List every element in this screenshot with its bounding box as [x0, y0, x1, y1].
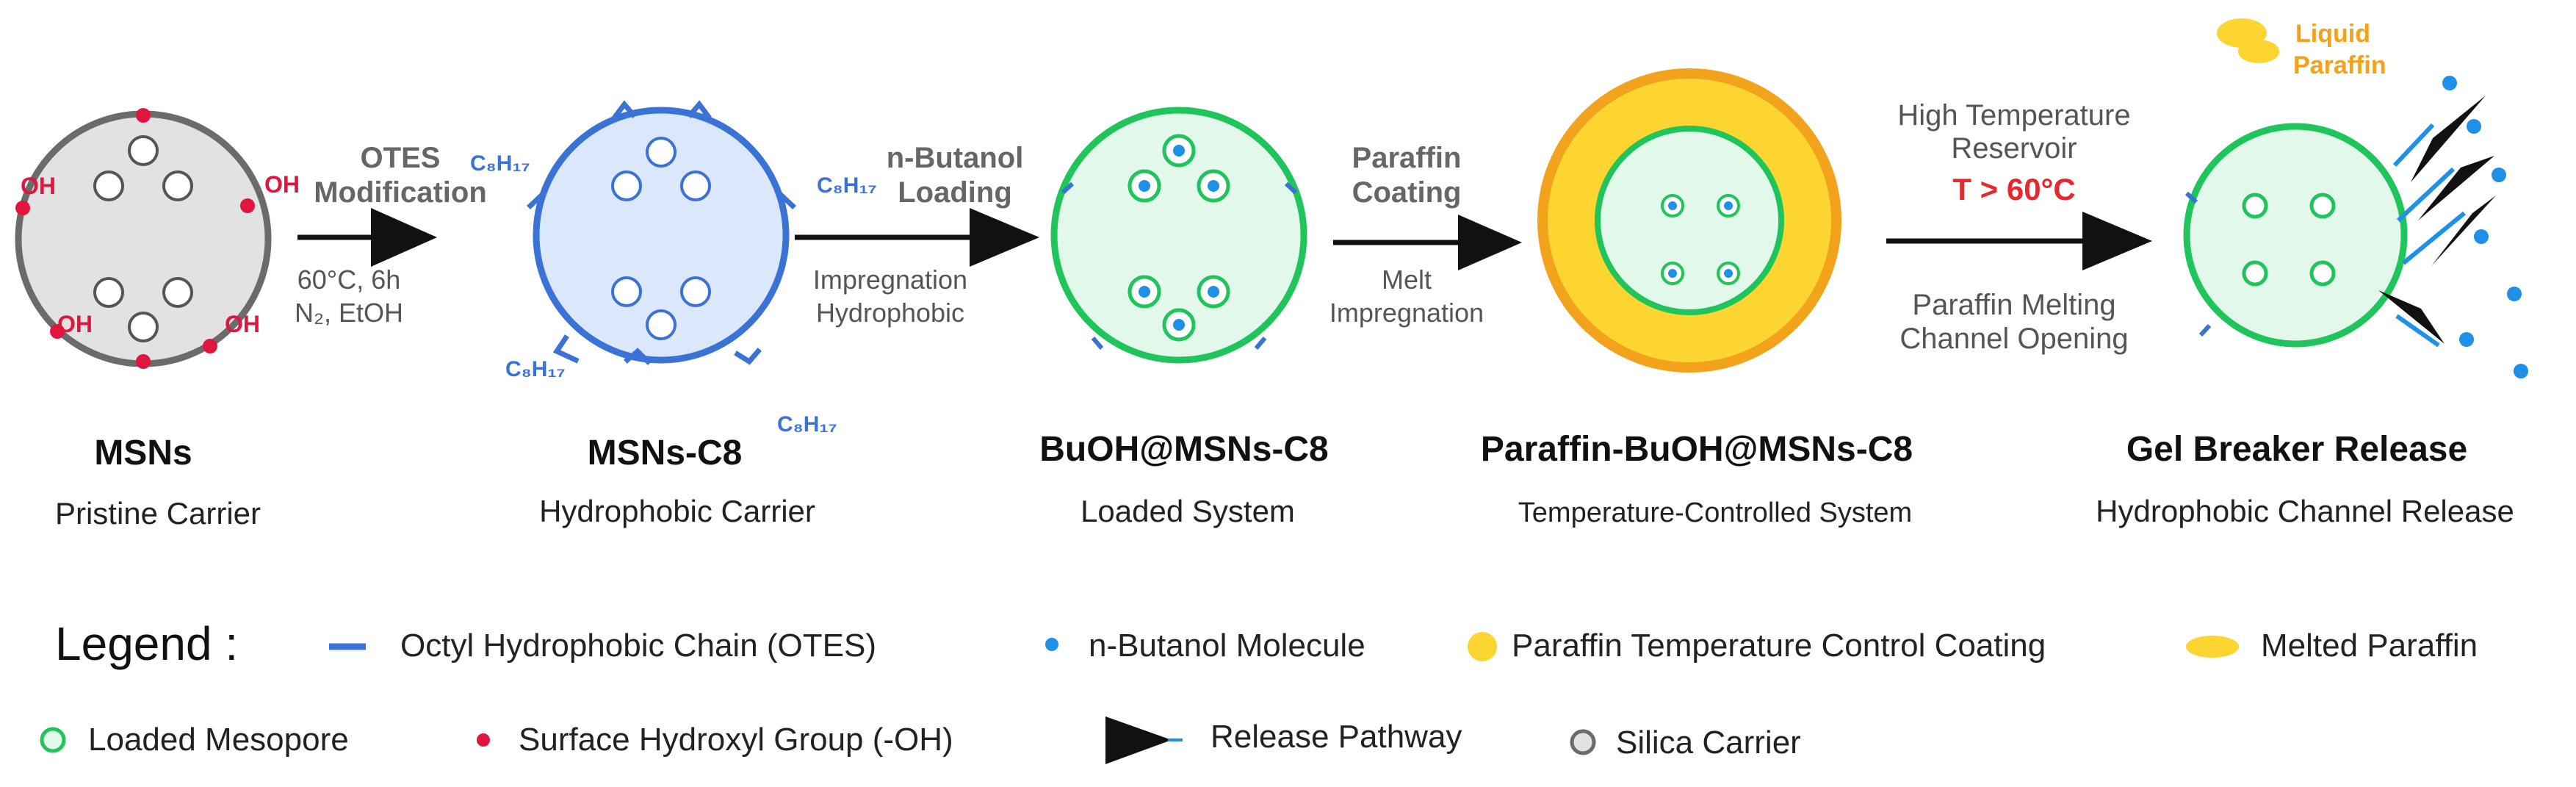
step-name: Gel Breaker Release	[2126, 430, 2467, 469]
arrow-title: n-Butanol	[887, 142, 1024, 174]
loaded-mesopore-icon	[40, 727, 66, 753]
legend-label: Melted Paraffin	[2261, 628, 2478, 664]
temperature-label: T > 60°C	[1952, 172, 2075, 206]
chain-label: C₈H₁₇	[817, 173, 877, 198]
butanol-molecules	[1668, 201, 1733, 278]
octyl-chains	[1061, 182, 1298, 350]
legend-item: Paraffin Temperature Control Coating	[1468, 628, 2046, 664]
reaction-arrow-1: OTES Modification 60°C, 6h N₂, EtOH	[295, 142, 487, 328]
hydroxyl-label: OH	[21, 173, 56, 199]
melted-paraffin-drop	[2238, 40, 2279, 63]
hydrophobic-carrier	[533, 107, 790, 364]
arrow-condition: 60°C, 6h	[297, 265, 400, 295]
arrow-condition: Channel Opening	[1899, 323, 2128, 355]
legend-label: Loaded Mesopore	[88, 722, 349, 758]
arrow-condition: N₂, EtOH	[295, 298, 403, 328]
legend-item: Release Pathway	[1105, 716, 1462, 764]
arrow-condition: Impregnation	[1330, 298, 1484, 328]
octyl-chains	[527, 100, 796, 365]
step-name: BuOH@MSNs-C8	[1039, 430, 1329, 469]
loaded-mesopores	[2242, 193, 2336, 287]
step-name: Paraffin-BuOH@MSNs-C8	[1481, 430, 1913, 469]
release-pathways	[2378, 96, 2496, 344]
melted-paraffin-icon	[2186, 636, 2239, 658]
loaded-carrier	[2183, 123, 2408, 348]
reaction-arrow-2: n-Butanol Loading Impregnation Hydrophob…	[795, 142, 1039, 328]
arrow-condition: Impregnation	[813, 265, 967, 295]
legend-item: Melted Paraffin	[2186, 628, 2478, 664]
particle-buoh-msns-c8	[1050, 107, 1307, 364]
pores	[93, 135, 193, 342]
arrow-title: Modification	[314, 176, 487, 209]
octyl-chains	[2184, 191, 2212, 337]
chain-label: C₈H₁₇	[777, 412, 837, 436]
particle-msns-c8: C₈H₁₇ C₈H₁₇ C₈H₁₇ C₈H₁₇	[470, 100, 877, 436]
arrow-title: Paraffin	[1352, 142, 1462, 174]
butanol-icon	[1045, 638, 1058, 651]
loaded-carrier	[1050, 107, 1307, 364]
pores	[611, 137, 711, 340]
release-pathway-icon	[1105, 716, 1172, 764]
legend-item: Loaded Mesopore	[40, 722, 349, 758]
step-description: Pristine Carrier	[55, 496, 261, 531]
legend-label: Surface Hydroxyl Group (-OH)	[519, 722, 953, 758]
loaded-core	[1595, 126, 1784, 315]
arrow-head	[970, 208, 1039, 267]
butanol-molecules	[1139, 145, 1219, 331]
hydroxyl-dots	[15, 108, 255, 369]
reaction-arrow-4: High Temperature Reservoir T > 60°C Para…	[1886, 99, 2152, 355]
arrow-head	[1458, 215, 1522, 270]
arrow-head	[371, 208, 437, 267]
legend-label: Release Pathway	[1211, 719, 1462, 755]
particle-msns: OH OH OH OH	[15, 108, 300, 369]
legend-label: Silica Carrier	[1616, 725, 1801, 761]
step-labels: MSNs Pristine Carrier MSNs-C8 Hydrophobi…	[55, 430, 2514, 531]
legend-item: n-Butanol Molecule	[1045, 628, 1365, 664]
arrow-condition: Melt	[1382, 265, 1432, 295]
liquid-paraffin-label: Paraffin	[2293, 51, 2386, 79]
particle-release: Liquid Paraffin	[2183, 18, 2528, 378]
arrow-title: OTES	[361, 142, 441, 174]
legend-label: Octyl Hydrophobic Chain (OTES)	[400, 628, 876, 664]
arrow-condition: Paraffin Melting	[1912, 289, 2115, 321]
hydroxyl-icon	[477, 733, 490, 747]
arrow-title: Coating	[1352, 176, 1462, 209]
reaction-arrow-3: Paraffin Coating Melt Impregnation	[1330, 142, 1522, 328]
legend-label: Paraffin Temperature Control Coating	[1512, 628, 2046, 664]
silica-carrier-icon	[1570, 729, 1596, 755]
step-name: MSNs	[94, 434, 192, 472]
legend-label: n-Butanol Molecule	[1089, 628, 1365, 664]
hydroxyl-label: OH	[264, 171, 300, 198]
step-description: Loaded System	[1080, 494, 1295, 528]
released-butanol	[2442, 76, 2528, 378]
legend-item: Surface Hydroxyl Group (-OH)	[477, 722, 953, 758]
hydroxyl-label: OH	[225, 311, 260, 337]
arrow-condition: Hydrophobic	[816, 298, 964, 328]
release-channels	[2392, 123, 2466, 348]
hydroxyl-label: OH	[57, 311, 93, 337]
step-description: Hydrophobic Channel Release	[2096, 494, 2514, 528]
legend-title: Legend :	[55, 617, 238, 670]
step-description: Hydrophobic Carrier	[539, 494, 815, 528]
chain-label: C₈H₁₇	[505, 357, 566, 381]
liquid-paraffin-label: Liquid	[2295, 20, 2370, 48]
legend: Legend : Octyl Hydrophobic Chain (OTES) …	[40, 617, 2478, 764]
legend-item: Octyl Hydrophobic Chain (OTES)	[329, 628, 876, 664]
legend-item: Silica Carrier	[1570, 725, 1801, 761]
step-description: Temperature-Controlled System	[1518, 497, 1912, 528]
arrow-title: High Temperature	[1897, 99, 2130, 132]
particle-paraffin-coated	[1537, 68, 1841, 373]
arrow-title: Loading	[898, 176, 1012, 209]
arrow-title: Reservoir	[1951, 132, 2077, 165]
paraffin-coating-icon	[1468, 632, 1497, 661]
chain-label: C₈H₁₇	[470, 151, 530, 176]
arrow-head	[2082, 212, 2152, 270]
step-name: MSNs-C8	[588, 434, 743, 472]
